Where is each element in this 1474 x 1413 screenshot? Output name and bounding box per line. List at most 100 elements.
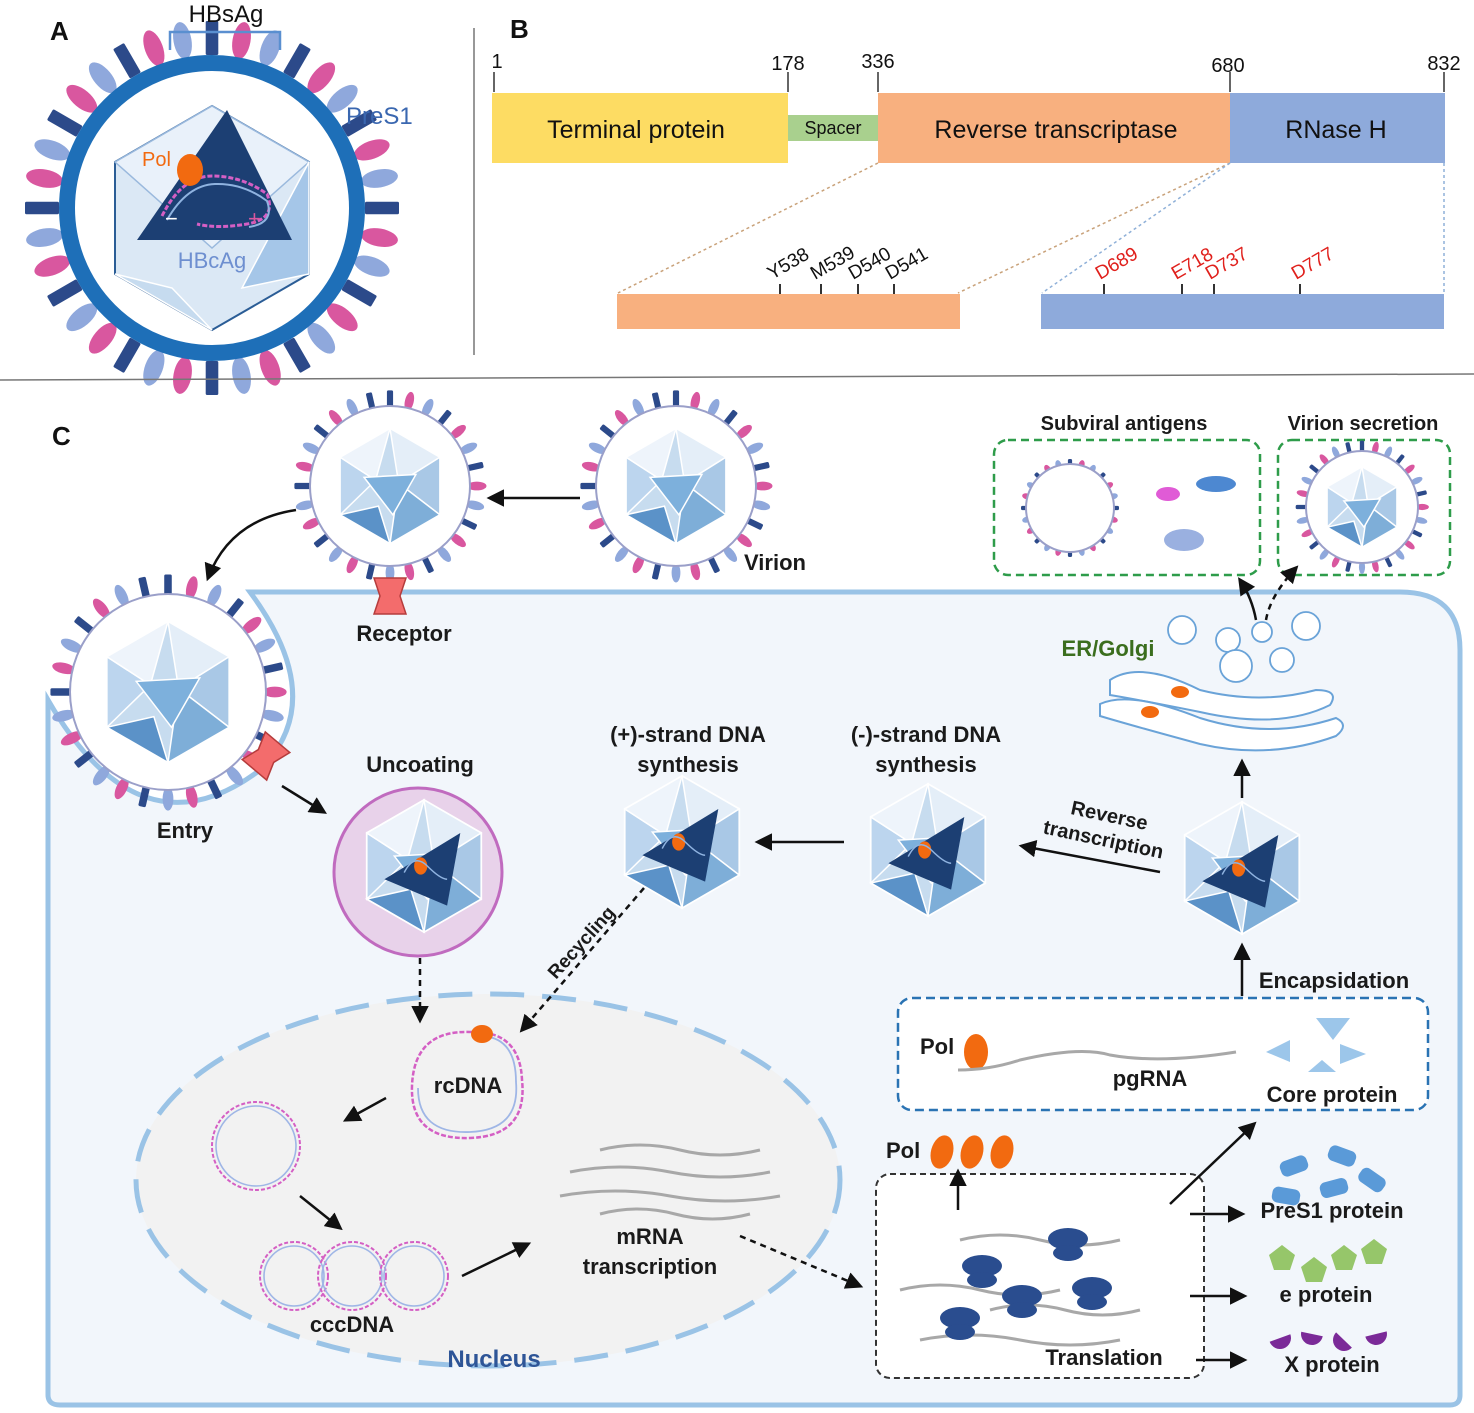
receptor-bound-virion: [294, 390, 487, 583]
entering-virion-spike: [185, 576, 198, 600]
entering-virion-capsid-face: [104, 715, 170, 765]
hbsag-spike: [259, 30, 281, 67]
virion-label: Virion: [744, 550, 806, 575]
entering-virion-spike: [138, 785, 151, 808]
incoming-virion-spike: [652, 392, 662, 411]
entering-virion-capsid-face: [105, 619, 170, 687]
cccdna-strand: [383, 1245, 445, 1307]
encapsidation-box: [896, 996, 1430, 1112]
receptor-bound-virion-spike: [366, 392, 376, 411]
entering-virion-spike: [114, 584, 129, 607]
receptor-bound-virion-spike: [313, 424, 331, 440]
incoming-virion-spike: [745, 442, 764, 455]
uncoating-label: Uncoating: [366, 752, 474, 777]
pres1-label: PreS1: [346, 103, 413, 130]
hbsag-spike: [205, 21, 219, 55]
plus-strand-label-1: (+)-strand DNA: [610, 722, 766, 747]
hbsag-spike: [360, 228, 398, 247]
subviral-particles: [1021, 459, 1236, 557]
incoming-virion-capsid-face: [624, 426, 678, 482]
position-336: 336: [861, 51, 894, 73]
repaired-dna-strand: [211, 1101, 301, 1191]
entering-virion-spike: [52, 662, 76, 675]
er-golgi-label: ER/Golgi: [1062, 636, 1155, 661]
receptor-bound-virion-spike: [328, 545, 343, 562]
golgi-vesicle: [1219, 649, 1253, 683]
pgrna-strand: [957, 1049, 1237, 1072]
incoming-virion-spike: [723, 545, 738, 562]
entering-virion-spike: [114, 777, 129, 800]
hbsag-spike: [326, 303, 358, 332]
entering-virion-spike: [50, 688, 73, 696]
incoming-virion-spike: [672, 390, 680, 408]
translation-label: Translation: [1045, 1345, 1162, 1370]
rcdna-strand: [410, 1030, 524, 1140]
nucleus-label: Nucleus: [447, 1346, 540, 1373]
entering-virion-spike: [74, 749, 95, 768]
hbsag-spike: [360, 169, 398, 188]
hbv-virion-structure: [25, 21, 399, 395]
site-d541: D541: [882, 243, 932, 284]
encapsidation-label: Encapsidation: [1259, 968, 1409, 993]
incoming-virion-spike: [707, 398, 720, 417]
secreted-virion-capsid-face: [1342, 498, 1382, 529]
entering-virion-spike: [52, 709, 76, 722]
reverse-transcriptase-domain: [878, 93, 1230, 163]
e-proteins: [1269, 1239, 1387, 1282]
x-protein-label: X protein: [1284, 1352, 1379, 1377]
x-proteins: [1269, 1331, 1387, 1351]
arrow-cccdna-transcription: [461, 1242, 532, 1278]
incoming-virion-spike: [751, 500, 771, 511]
receptor-bound-virion-spike: [366, 561, 376, 580]
hbsag-spike: [283, 43, 311, 79]
site-d777: D777: [1288, 243, 1338, 284]
pres1-protein-molecule: [1279, 1155, 1309, 1177]
incoming-virion-capsid-face: [624, 505, 678, 546]
core-protein-label: Core protein: [1267, 1082, 1398, 1107]
arrow-receptor-entry: [204, 508, 297, 582]
pgrna-label: pgRNA: [1113, 1066, 1188, 1091]
arrow-translation-core: [1169, 1121, 1257, 1205]
cccdna-label: cccDNA: [310, 1312, 394, 1337]
terminal-protein-label: Terminal protein: [547, 116, 725, 144]
minus-strand-label-1: (-)-strand DNA: [851, 722, 1001, 747]
cccdna-strand: [317, 1241, 387, 1311]
ribosome-large: [940, 1307, 980, 1329]
receptor-bound-virion-spike: [313, 532, 331, 548]
rt-zoom-line-right: [957, 162, 1231, 294]
receptor-bound-virion-capsid-face: [362, 473, 418, 517]
subviral-filament: [1196, 476, 1236, 492]
rnase-domain-zoom: [1041, 294, 1444, 329]
plus-strand-capsid-face: [622, 864, 684, 910]
cccdna-strand: [263, 1245, 325, 1307]
hbsag-spike: [34, 255, 71, 277]
e-protein-molecule: [1361, 1239, 1387, 1264]
panel-a-label: A: [50, 16, 69, 46]
plus-strand-pol: [672, 833, 686, 851]
mrna-strand: [599, 1143, 761, 1157]
rnase-h-label: RNase H: [1285, 116, 1386, 144]
entering-virion: [50, 574, 287, 811]
hbsag-spike: [143, 30, 165, 67]
mrna-strand: [569, 1165, 771, 1179]
subviral-antigens-label: Subviral antigens: [1041, 413, 1208, 435]
pres1-proteins: [1271, 1145, 1386, 1206]
entering-virion-capsid-face: [134, 677, 202, 729]
subviral-small: [1156, 487, 1180, 501]
mrna-label-2: transcription: [583, 1254, 717, 1279]
repaired-dna: [211, 1101, 301, 1191]
golgi-cisterna: [1099, 698, 1344, 752]
ribosome-small: [1077, 1294, 1107, 1310]
hbsag-bracket: [168, 30, 282, 50]
minus-strand-capsid-face: [869, 782, 930, 845]
ribosome-large: [962, 1255, 1002, 1277]
incoming-virion-spike: [722, 409, 738, 427]
rnase-zoom-line-left: [1041, 162, 1231, 294]
hbsag-spike: [25, 201, 59, 215]
secreted-virion-capsid-face: [1325, 465, 1364, 505]
incoming-virion-capsid-face: [648, 473, 704, 517]
pgrna-capsid: [1182, 800, 1301, 936]
hbsag-spike: [47, 109, 83, 137]
pol-label-a: Pol: [142, 149, 171, 171]
rcdna-label: rcDNA: [434, 1073, 503, 1098]
